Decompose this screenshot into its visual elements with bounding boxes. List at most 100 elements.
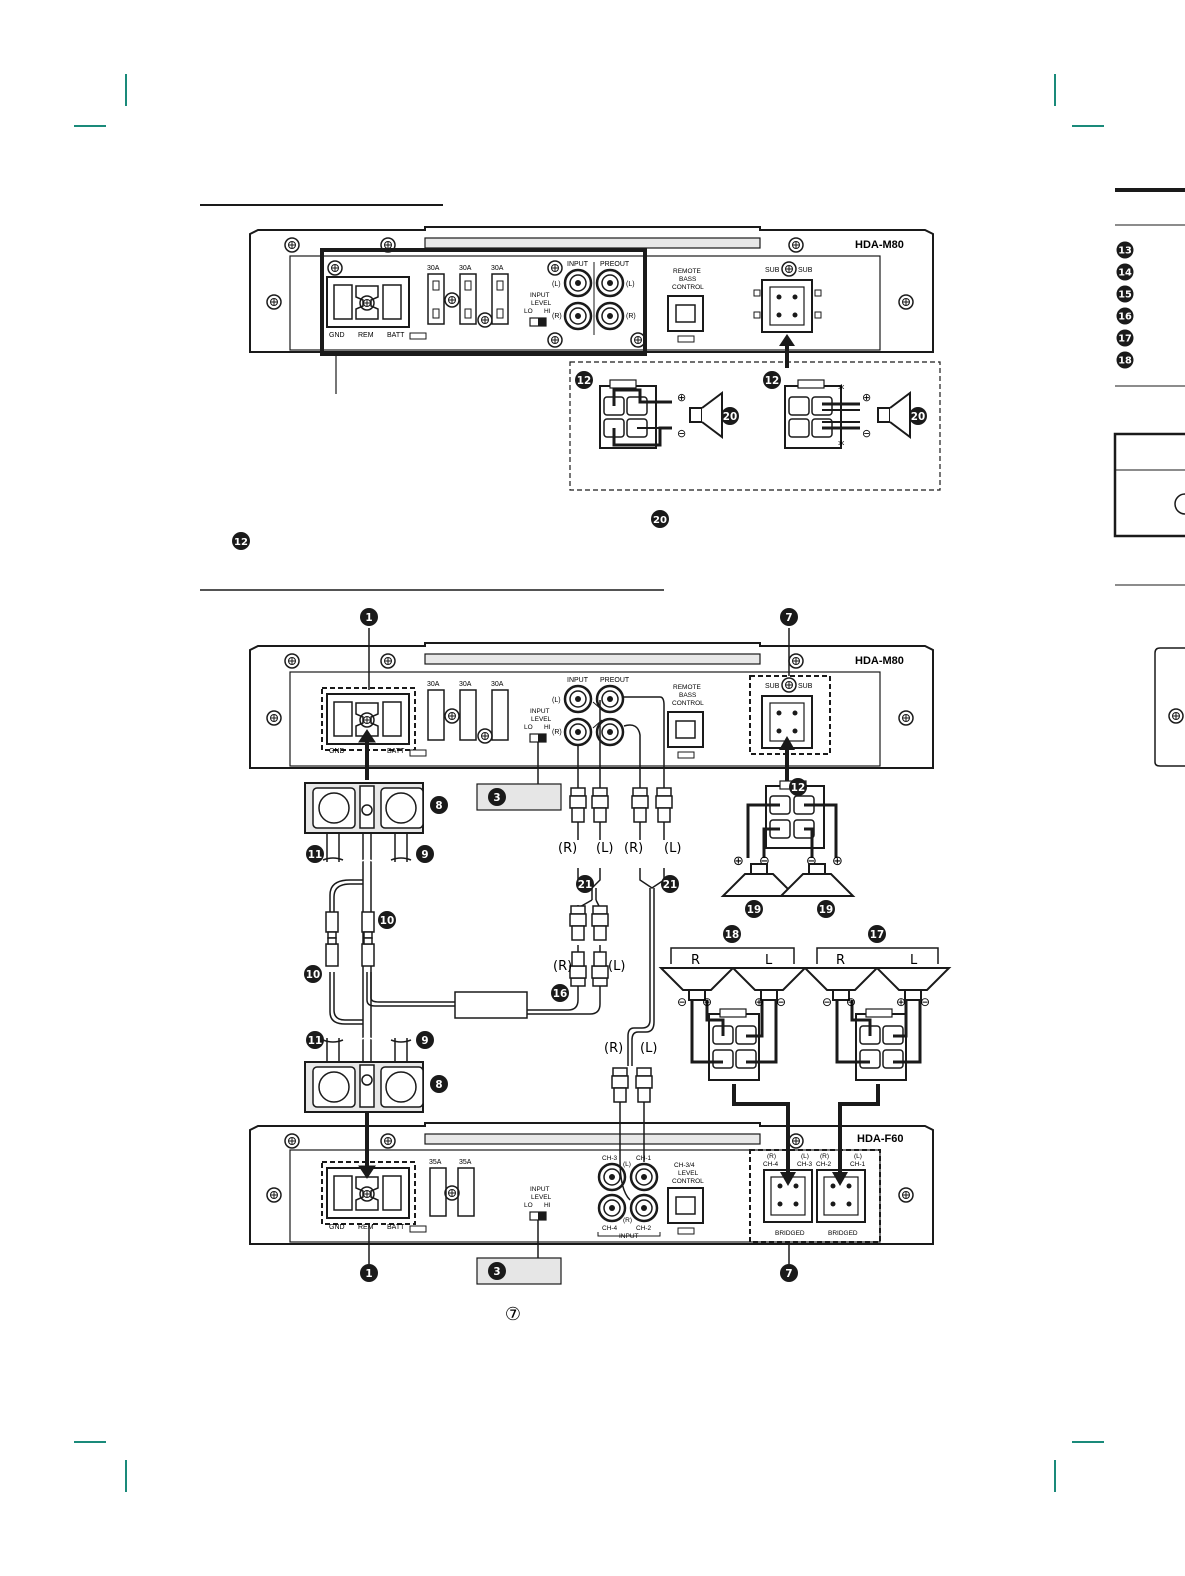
callout-number: 1: [365, 1268, 372, 1280]
ch-r-label: (R): [553, 959, 572, 974]
svg-text:⊖: ⊖: [776, 995, 786, 1009]
callout-badge: 11: [306, 1031, 324, 1049]
callout-number: 19: [747, 904, 761, 916]
callout-badge: 3: [488, 788, 506, 806]
batt-label: BATT: [387, 332, 405, 339]
preout-label: PREOUT: [600, 677, 630, 684]
remote-label: CONTROL: [672, 284, 704, 291]
out-l-label: (L): [854, 1153, 862, 1160]
lo-label: LO: [524, 1202, 533, 1209]
bridged-label: BRIDGED: [828, 1230, 858, 1237]
callout-number: 14: [1118, 268, 1132, 279]
callout-badge: 9: [416, 1031, 434, 1049]
fuse-group: 30A 30A 30A: [427, 265, 509, 325]
callout-badge: 21: [576, 875, 594, 893]
svg-text:⊕: ⊕: [846, 995, 856, 1009]
callout-badge: 12: [575, 371, 593, 389]
rca-jacks: INPUT PREOUT (L) (R) (L) (R): [552, 261, 636, 335]
sub-output-terminal: SUB SUB: [753, 261, 822, 333]
ch-r-label: (R): [626, 313, 636, 320]
speaker-pair-a: R L ⊖⊕ ⊕⊖: [660, 947, 806, 1186]
batt-label: BATT: [387, 748, 405, 755]
power-terminal: GND REM BATT: [326, 276, 427, 340]
callout-number: 11: [308, 849, 322, 861]
callout-badge: 12: [763, 371, 781, 389]
ch-r-label: (R): [624, 841, 643, 856]
model-label: HDA-M80: [855, 655, 904, 667]
callout-number: 10: [380, 915, 394, 927]
top-amplifier: HDA-M80 GND REM BATT 30A 30A 30A: [249, 226, 934, 394]
callout-number: 18: [1118, 356, 1132, 367]
sub-label: SUB: [765, 683, 780, 690]
callout-number: 12: [765, 375, 779, 387]
control-label: CONTROL: [672, 1178, 704, 1185]
gnd-label: GND: [329, 748, 345, 755]
callout-number: 20: [723, 411, 737, 423]
ch-l-label: (L): [640, 1041, 657, 1056]
ch3-label: CH-3: [602, 1155, 618, 1162]
fuse-label: 30A: [491, 681, 504, 688]
remote-label: REMOTE: [673, 684, 701, 691]
note-ref-number: 12: [234, 537, 248, 548]
input-level-title: INPUT: [530, 292, 550, 299]
callout-badge: 16: [551, 984, 569, 1002]
fuse-label: 30A: [459, 265, 472, 272]
callout-number: 16: [553, 988, 567, 1000]
callout-badge: 7: [780, 1264, 798, 1282]
note-ref-number: ⑦: [505, 1304, 521, 1325]
callout-number: 11: [308, 1035, 322, 1047]
callout-number: 12: [577, 375, 591, 387]
callout-badge: 8: [430, 796, 448, 814]
out-r-label: (R): [767, 1153, 776, 1160]
remote-label: BASS: [679, 692, 697, 699]
callout-badge: 17: [868, 925, 886, 943]
out-ch-label: CH-4: [763, 1161, 779, 1168]
model-label: HDA-F60: [857, 1133, 903, 1145]
side-tab-badge: 18: [1116, 351, 1134, 369]
ch-r-label: (R): [552, 729, 562, 736]
input-level-switch: INPUT LEVEL LO HI: [524, 292, 552, 327]
callout-badge: 1: [360, 1264, 378, 1282]
callout-number: 17: [870, 929, 884, 941]
bullet-connectors: [325, 911, 375, 967]
fuse-label: 30A: [427, 681, 440, 688]
callout-number: 21: [663, 879, 677, 891]
callout-badge: 10: [378, 911, 396, 929]
svg-text:⊕: ⊕: [896, 995, 906, 1009]
speaker-inset: ⊕⊖ * * ⊕⊖: [569, 361, 941, 491]
ch-l-label: (L): [626, 281, 635, 288]
bottom-amplifier: HDA-F60 GND REM BATT 35A 35A INPUT LEVEL…: [249, 1122, 934, 1245]
batt-label: BATT: [387, 1224, 405, 1231]
remote-label: CONTROL: [672, 700, 704, 707]
out-ch-label: CH-2: [816, 1161, 832, 1168]
left-speaker-label: L: [910, 953, 918, 968]
ch2-label: CH-2: [636, 1225, 652, 1232]
ch-r-label: (R): [604, 1041, 623, 1056]
power-connector: [304, 1061, 424, 1113]
note-reference: 20: [651, 510, 669, 528]
fuse-label: 35A: [459, 1159, 472, 1166]
svg-text:⊖: ⊖: [920, 995, 930, 1009]
note-ref-number: 20: [653, 515, 667, 526]
out-ch-label: CH-1: [850, 1161, 866, 1168]
callout-number: 8: [435, 800, 442, 812]
remote-label: REMOTE: [673, 268, 701, 275]
callout-badge: 8: [430, 1075, 448, 1093]
callout-badge: 21: [661, 875, 679, 893]
callout-number: 13: [1118, 246, 1132, 257]
svg-text:⊖: ⊖: [862, 427, 871, 440]
control-label: CH-3/4: [674, 1162, 695, 1169]
ch-l-label: (L): [596, 841, 613, 856]
svg-text:⊕: ⊕: [733, 854, 744, 869]
svg-text:⊖: ⊖: [759, 854, 770, 869]
side-tab-badge: 14: [1116, 263, 1134, 281]
callout-number: 18: [725, 929, 739, 941]
callout-number: 8: [435, 1079, 442, 1091]
gnd-label: GND: [329, 1224, 345, 1231]
sub-label: SUB: [765, 267, 780, 274]
callout-badge: 3: [488, 1262, 506, 1280]
callout-badge: 19: [745, 900, 763, 918]
callout-badge: 11: [306, 845, 324, 863]
callout-badge: 18: [723, 925, 741, 943]
